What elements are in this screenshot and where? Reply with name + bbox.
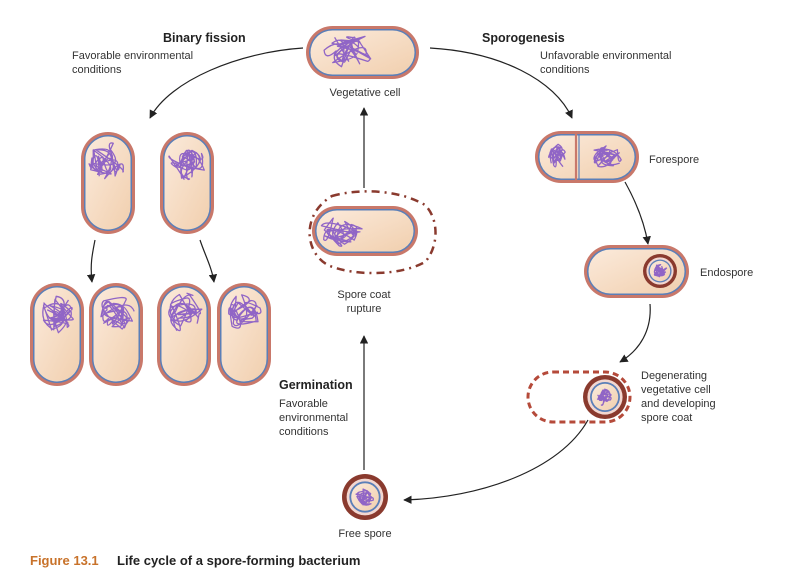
dna-coil xyxy=(168,149,205,181)
dashed-cell-wall xyxy=(526,370,632,424)
arrow-forespore-to-endospore xyxy=(624,181,651,245)
granddaughter-cell-3 xyxy=(157,283,211,386)
vegetative-cell xyxy=(306,26,419,79)
binary-fission-condition-line-1: Favorable environmental xyxy=(72,50,193,62)
sporogenesis-label-group: Sporogenesis Unfavorable environmental c… xyxy=(482,31,671,76)
spore-dna xyxy=(596,388,612,406)
daughter-cell-left xyxy=(81,132,135,234)
vegetative-dna xyxy=(323,35,372,68)
endospore-cell xyxy=(584,245,689,298)
spore-dna xyxy=(355,488,375,506)
binary-fission-label-group: Binary fission Favorable environmental c… xyxy=(72,31,246,76)
arrow-degenerating-to-free-spore xyxy=(403,419,589,504)
forespore-dna xyxy=(547,143,566,168)
germination-title: Germination xyxy=(279,378,353,392)
germinating-cell xyxy=(312,206,418,256)
degenerating-line-1: Degenerating xyxy=(641,370,707,382)
sporogenesis-condition-line-2: conditions xyxy=(540,64,590,76)
germination-condition-line-2: environmental xyxy=(279,412,348,424)
granddaughter-cell-4 xyxy=(217,283,271,386)
spore-coat-rupture-cell xyxy=(308,190,437,275)
figure-caption-text: Life cycle of a spore-forming bacterium xyxy=(117,553,360,568)
dna-coil xyxy=(42,295,74,334)
arrows xyxy=(86,47,651,504)
spore-coat-rupture-label-group: Spore coat rupture xyxy=(337,289,390,315)
dna-coil xyxy=(168,292,203,332)
degenerating-line-3: and developing xyxy=(641,398,716,410)
germinating-dna xyxy=(320,217,363,247)
free-spore xyxy=(342,474,388,520)
developing-spore xyxy=(583,375,627,419)
forespore-label: Forespore xyxy=(649,154,699,166)
endospore xyxy=(643,254,677,288)
binary-fission-title: Binary fission xyxy=(163,31,246,45)
daughter-cell-right xyxy=(160,132,214,234)
degenerating-line-4: spore coat xyxy=(641,412,692,424)
germination-label-group: Germination Favorable environmental cond… xyxy=(279,378,353,438)
arrow-to-sporogenesis xyxy=(429,47,573,119)
free-spore-label: Free spore xyxy=(338,528,391,540)
endospore-label: Endospore xyxy=(700,267,753,279)
arrow-fission-right xyxy=(199,239,218,283)
cytoplasm xyxy=(93,287,139,382)
degenerating-cell xyxy=(526,370,632,424)
spore-coat-rupture-line-1: Spore coat xyxy=(337,289,390,301)
sporogenesis-condition-line-1: Unfavorable environmental xyxy=(540,50,671,62)
arrow-to-binary-fission xyxy=(149,47,304,119)
binary-fission-condition-line-2: conditions xyxy=(72,64,122,76)
germination-condition-line-3: conditions xyxy=(279,426,329,438)
degenerating-label-group: Degenerating vegetative cell and develop… xyxy=(641,370,716,424)
sporogenesis-title: Sporogenesis xyxy=(482,31,565,45)
ruptured-coat xyxy=(308,190,437,275)
spore-coat-rupture-line-2: rupture xyxy=(347,303,382,315)
cytoplasm xyxy=(85,136,131,230)
dna-coil xyxy=(88,142,125,180)
figure-caption-number: Figure 13.1 xyxy=(30,553,99,568)
figure-caption: Figure 13.1 Life cycle of a spore-formin… xyxy=(30,553,360,568)
arrow-endospore-to-degenerating xyxy=(619,303,651,363)
forespore-cell xyxy=(535,131,639,183)
spore-dna xyxy=(653,264,668,278)
dna-coil xyxy=(228,294,262,329)
degenerating-line-2: vegetative cell xyxy=(641,384,711,396)
vegetative-cell-label: Vegetative cell xyxy=(330,87,401,99)
dna-coil xyxy=(100,296,135,330)
granddaughter-cell-2 xyxy=(89,283,143,386)
cytoplasm xyxy=(539,135,635,179)
granddaughter-cell-1 xyxy=(30,283,84,386)
mother-cell-dna xyxy=(593,145,622,168)
germination-condition-line-1: Favorable xyxy=(279,398,328,410)
arrow-fission-left xyxy=(86,239,96,283)
